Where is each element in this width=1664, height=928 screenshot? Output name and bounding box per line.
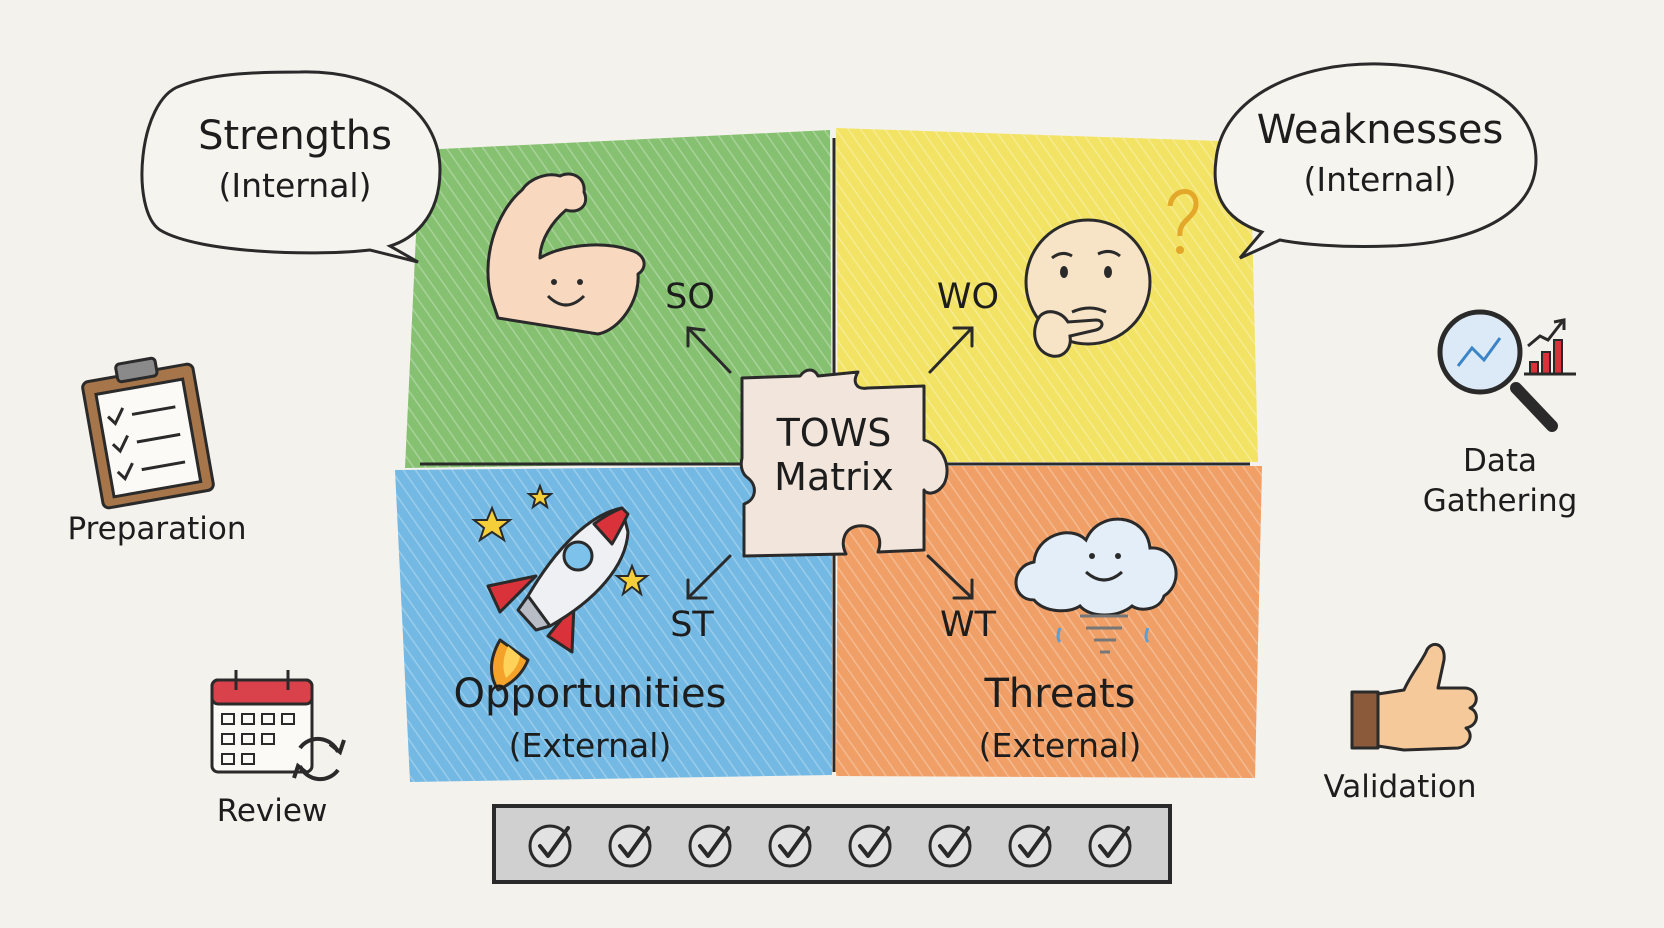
progress-check-icon bbox=[608, 824, 652, 868]
puzzle-piece bbox=[739, 368, 949, 558]
weaknesses-subtitle: (Internal) bbox=[1303, 160, 1457, 199]
arrow-wo bbox=[928, 326, 974, 374]
thinking-face-icon bbox=[1024, 189, 1199, 358]
step-preparation-label: Preparation bbox=[67, 511, 247, 547]
opportunities-subtitle: (External) bbox=[508, 726, 672, 765]
cloud-tornado-icon bbox=[1014, 517, 1178, 654]
calendar-refresh-icon bbox=[210, 670, 346, 782]
progress-checks bbox=[528, 824, 1132, 868]
arrow-wt bbox=[926, 554, 974, 600]
clipboard-checklist-icon bbox=[81, 356, 215, 510]
arrow-so bbox=[686, 326, 732, 374]
star-icon bbox=[471, 483, 650, 597]
step-data-gathering-line1: Data bbox=[1462, 443, 1538, 479]
progress-check-icon bbox=[1008, 824, 1052, 868]
strategy-wt-label: WT bbox=[940, 605, 996, 645]
quadrant-opportunities bbox=[395, 466, 832, 782]
strategy-so-label: SO bbox=[665, 277, 715, 317]
step-review-label: Review bbox=[216, 793, 328, 829]
progress-check-icon bbox=[928, 824, 972, 868]
strategy-st-label: ST bbox=[670, 605, 714, 645]
quadrant-threats bbox=[836, 466, 1262, 778]
opportunities-title: Opportunities bbox=[453, 671, 727, 717]
progress-check-icon bbox=[768, 824, 812, 868]
center-title-line2: Matrix bbox=[774, 455, 894, 499]
rocket-icon bbox=[486, 506, 630, 692]
step-validation-label: Validation bbox=[1323, 769, 1477, 805]
weaknesses-title: Weaknesses bbox=[1256, 107, 1504, 153]
strengths-title: Strengths bbox=[198, 113, 392, 159]
threats-subtitle: (External) bbox=[978, 726, 1142, 765]
step-data-gathering-line2: Gathering bbox=[1422, 483, 1578, 519]
progress-check-icon bbox=[688, 824, 732, 868]
center-title-line1: TOWS bbox=[776, 411, 892, 455]
weaknesses-speech-bubble bbox=[1213, 62, 1538, 260]
progress-check-icon bbox=[848, 824, 892, 868]
arrow-st bbox=[686, 554, 732, 600]
progress-check-icon bbox=[1088, 824, 1132, 868]
threats-title: Threats bbox=[984, 671, 1136, 717]
thumbs-up-icon bbox=[1350, 643, 1478, 752]
magnifier-chart-icon bbox=[1437, 309, 1576, 432]
strategy-wo-label: WO bbox=[936, 277, 1000, 317]
strengths-speech-bubble bbox=[140, 70, 442, 264]
progress-check-icon bbox=[528, 824, 572, 868]
flexed-arm-icon bbox=[486, 172, 646, 336]
strengths-subtitle: (Internal) bbox=[218, 166, 372, 205]
progress-bar bbox=[492, 804, 1172, 884]
